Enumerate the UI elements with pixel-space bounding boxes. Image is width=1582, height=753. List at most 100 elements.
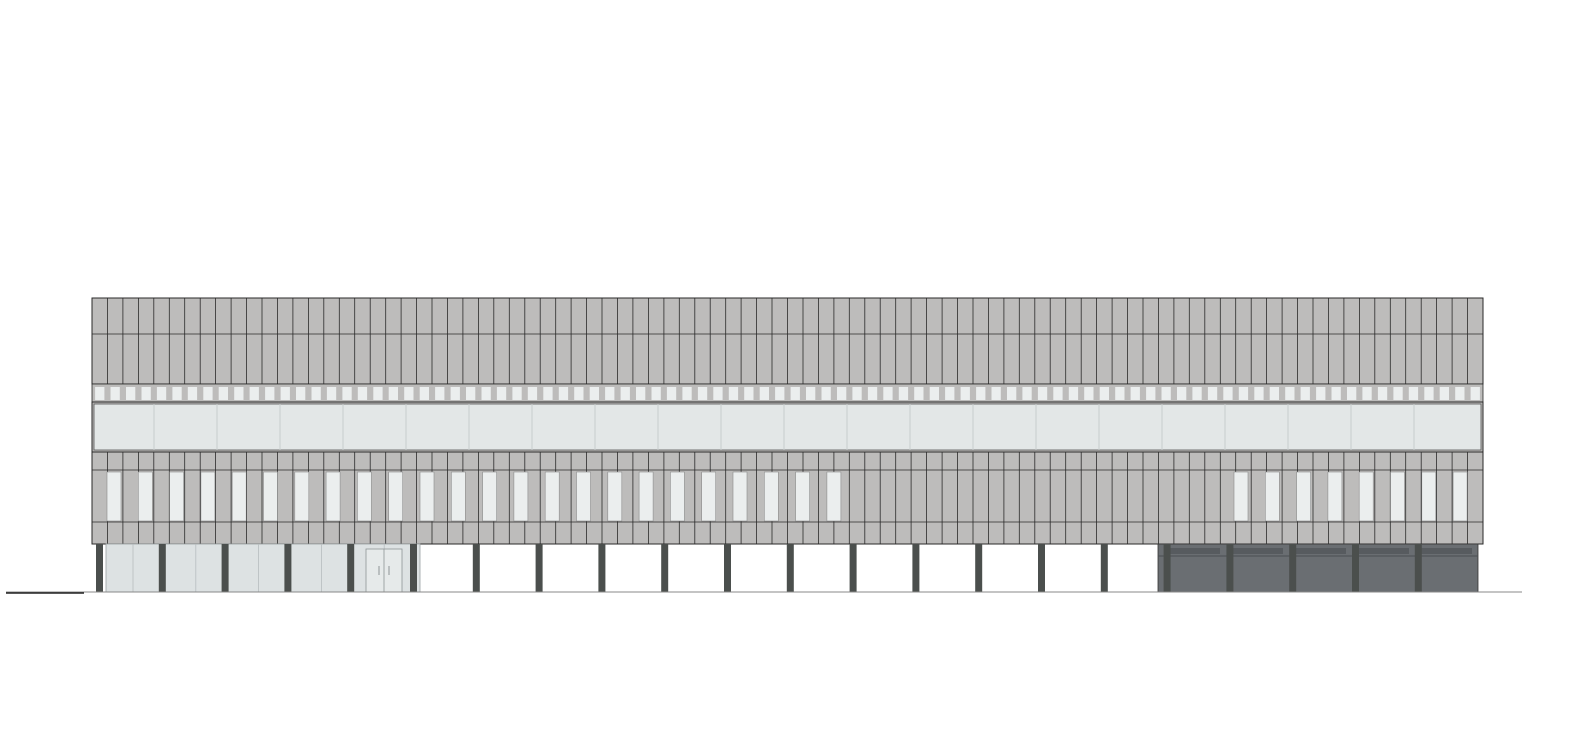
window-slot [357,471,372,522]
light-slot [1084,387,1094,400]
light-slot [450,387,460,400]
dark-glazing-panel [1357,548,1409,554]
light-slot [141,387,151,400]
light-slot [1331,387,1341,400]
dark-glazing-panel [1294,548,1346,554]
light-slot [821,387,831,400]
light-slot [697,387,708,400]
window-slot [1296,471,1311,522]
column [1414,544,1422,592]
window-slot [607,471,623,522]
column [410,544,417,592]
light-slot [1362,387,1372,400]
column [661,544,669,592]
light-slot [1424,387,1434,400]
light-slot [929,387,939,400]
column [598,544,606,592]
window-slot [513,471,529,522]
column [724,544,731,592]
column [1352,544,1359,592]
light-slot [898,387,909,400]
light-slot [1347,387,1357,400]
light-slot [95,387,105,400]
column [472,544,480,592]
column [1038,544,1045,592]
light-slot [1300,387,1310,400]
light-slot [867,387,878,400]
light-slot [512,387,522,400]
window-slot [1390,471,1405,522]
window-slot [763,471,779,522]
light-slot [636,387,646,400]
lower-cladding-band [91,451,1484,545]
light-slot [1316,387,1326,400]
light-slot [682,387,692,400]
light-slot [110,387,120,400]
light-slot [1254,387,1264,400]
light-slot [1177,387,1187,400]
light-slot [945,387,955,400]
light-slot [373,387,383,400]
light-slot [790,387,800,400]
window-slot [1327,471,1343,522]
column [912,544,920,592]
window-slot [576,471,591,522]
light-slot [342,387,352,400]
light-slot [1455,387,1465,400]
light-slot [481,387,491,400]
light-slot [203,387,213,400]
window-slot [294,471,310,522]
window-slot [106,471,122,522]
light-slot [713,387,723,400]
window-slot [325,471,341,522]
window-slot [200,471,216,522]
light-slot [218,387,228,400]
window-slot [1452,471,1468,522]
ground-line [6,591,1522,594]
window-slot [231,471,247,522]
light-slot [883,387,893,400]
light-slot [126,387,136,400]
window-slot [795,471,810,522]
window-slot [1233,471,1249,522]
light-slot [976,387,986,400]
light-slot [466,387,476,400]
light-slot [296,387,306,400]
light-slot [1192,387,1202,400]
column [786,544,794,592]
light-slot [558,387,569,400]
window-slot [638,471,654,522]
light-slot [1269,387,1279,400]
light-slot [249,387,259,400]
column [975,544,983,592]
light-slot [1068,387,1079,400]
light-slot [1099,387,1109,400]
window-slot [1421,471,1437,522]
column [849,544,857,592]
light-slot [605,387,615,400]
column [347,544,355,592]
light-slot [419,387,429,400]
light-slot [775,387,785,400]
light-slot [620,387,630,400]
ground-floor [105,543,1479,593]
window-slot [1358,471,1374,522]
dark-glazing-panel [1231,548,1283,554]
light-slot [357,387,368,400]
light-slot [914,387,924,400]
light-slot-strip [91,383,1484,403]
window-slot [670,471,685,522]
window-slot [388,471,404,522]
light-slot [1408,387,1419,400]
light-slot [435,387,445,400]
upper-cladding-band [91,297,1484,385]
ground-floor-columns [96,544,1422,592]
column [1100,544,1108,592]
light-slot [1223,387,1233,400]
column [284,544,292,592]
column [96,544,103,592]
vertical-window-slots [106,471,1468,522]
light-slot [852,387,862,400]
ribbon-window [91,401,1484,453]
light-slot [1053,387,1063,400]
